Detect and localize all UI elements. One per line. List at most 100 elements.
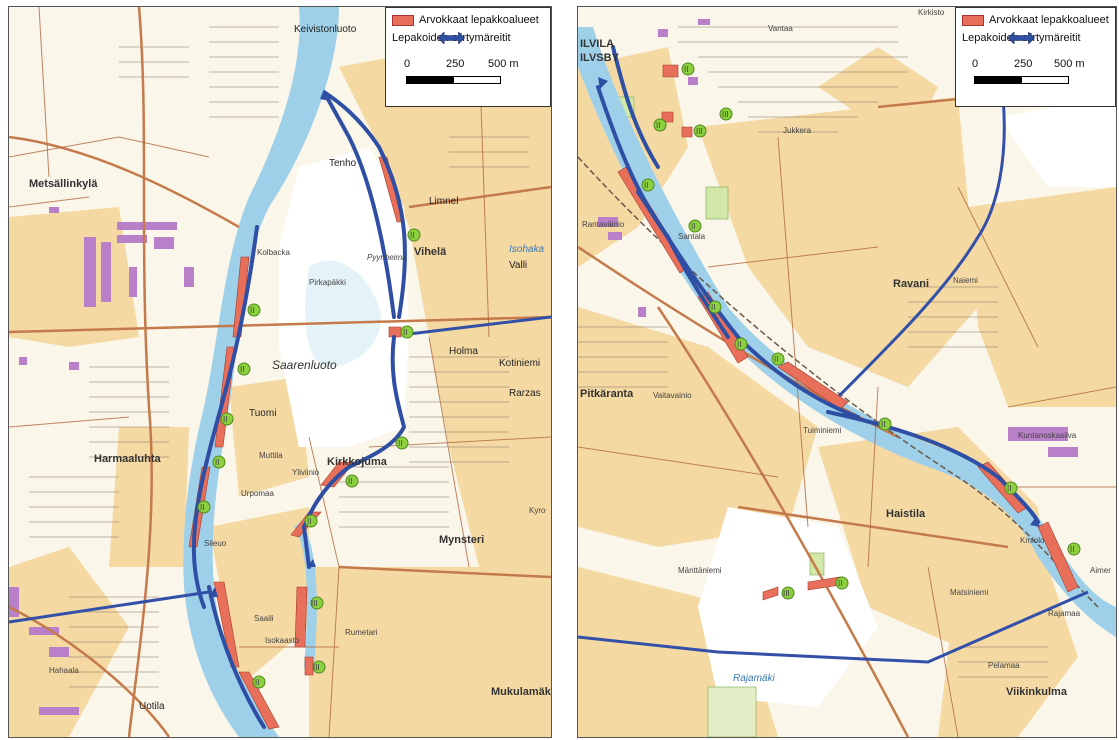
marker-label: II: [774, 355, 779, 364]
place-name: Kirkkojuma: [327, 456, 387, 468]
place-name: Hahaala: [49, 666, 79, 675]
place-name: Rarzas: [509, 388, 541, 399]
marker-label: III: [783, 589, 790, 598]
map-right-canvas: [578, 7, 1116, 737]
place-name: Rajamäki: [733, 673, 775, 684]
marker-label: II: [348, 477, 353, 486]
scale-label: 0: [404, 58, 411, 70]
place-name: Urpomaa: [241, 489, 274, 498]
red-area-swatch: [392, 14, 414, 26]
marker-label: II: [250, 306, 255, 315]
place-name: Kmiolo: [1020, 536, 1045, 545]
double-arrow-icon: [1007, 32, 1035, 44]
place-name: Sileuo: [204, 539, 227, 548]
marker-label: III: [696, 127, 703, 136]
marker-label: II: [881, 420, 886, 429]
marker-label: II: [711, 303, 716, 312]
place-name: Pelamaa: [988, 661, 1020, 670]
place-name: Haistila: [886, 508, 926, 520]
marker-label: II: [398, 439, 403, 448]
marker-label: II: [656, 121, 661, 130]
scale-label: 500 m: [488, 58, 519, 70]
marker-label: II: [1007, 484, 1012, 493]
map-left-canvas: [9, 7, 551, 737]
place-name: Aimer: [1090, 566, 1111, 575]
scale-label: 500 m: [1054, 58, 1085, 70]
place-name: Tenho: [329, 158, 357, 169]
red-area-swatch: [962, 14, 984, 26]
marker-label: II: [838, 579, 843, 588]
place-name: Pitkäranta: [580, 388, 634, 400]
marker-label: III: [722, 110, 729, 119]
place-name: Ravani: [893, 278, 930, 290]
marker-label: II: [215, 458, 220, 467]
place-name: Saarenluoto: [272, 358, 337, 372]
marker-label: II: [223, 415, 228, 424]
north-arrow-icon: [516, 66, 552, 164]
marker-label: II: [691, 222, 696, 231]
place-name: Jukkera: [783, 126, 812, 135]
place-name: Tuomi: [249, 408, 277, 419]
place-name: Isohaka: [509, 244, 545, 255]
place-name: Santala: [678, 232, 706, 241]
double-arrow-icon: [437, 32, 465, 44]
marker-label: II: [240, 365, 245, 374]
place-name: Pirkapäkki: [309, 278, 346, 287]
place-name: Rajamaa: [1048, 609, 1081, 618]
map-left[interactable]: II II II II II II II II II II III III II…: [8, 6, 552, 738]
place-name: Mynsteri: [439, 534, 485, 546]
place-name: Rantaväinio: [582, 220, 625, 229]
scale-bar-white: [453, 76, 501, 84]
place-name: Naiemi: [953, 276, 978, 285]
place-name: Muttila: [259, 451, 283, 460]
marker-label: II: [307, 517, 312, 526]
place-name: Mänttäniemi: [678, 566, 722, 575]
legend-label: Arvokkaat lepakkoalueet: [419, 14, 539, 26]
scale-label: 0: [972, 58, 979, 70]
place-name: ILVSBY: [580, 52, 619, 64]
place-name: Vaitavainio: [653, 391, 692, 400]
place-name: Tuiminiemi: [803, 426, 842, 435]
place-name: Valli: [509, 260, 528, 271]
place-name: Kuntanoskasiiva: [1018, 431, 1077, 440]
marker-label: III: [311, 599, 318, 608]
place-name: Saaili: [254, 614, 274, 623]
marker-label: II: [255, 678, 260, 687]
scale-label: 250: [1014, 58, 1033, 70]
place-name: Pyynheima: [367, 253, 407, 262]
place-name: Uotila: [139, 701, 165, 712]
legend-item-valuable-areas: Arvokkaat lepakkoalueet: [962, 14, 1109, 26]
scale-label: 250: [446, 58, 465, 70]
place-name: Matsiniemi: [950, 588, 989, 597]
place-name: Vantaa: [768, 24, 793, 33]
place-name: Harmaaluhta: [94, 453, 161, 465]
legend-label: Arvokkaat lepakkoalueet: [989, 14, 1109, 26]
place-name: ILVILA: [580, 38, 615, 50]
place-name: Vihelä: [414, 246, 447, 258]
map-right[interactable]: II II III III II II II II II II II II II…: [577, 6, 1117, 738]
place-name: Limnel: [429, 196, 459, 207]
marker-label: II: [200, 503, 205, 512]
marker-label: III: [313, 663, 320, 672]
legend-item-valuable-areas: Arvokkaat lepakkoalueet: [392, 14, 539, 26]
place-name: Rumetari: [345, 628, 378, 637]
place-name: Metsällinkylä: [29, 178, 98, 190]
place-name: Holma: [449, 346, 478, 357]
place-name: Viikinkulma: [1006, 686, 1067, 698]
marker-label: II: [403, 328, 408, 337]
north-arrow-icon: [1083, 66, 1117, 164]
map-legend: Arvokkaat lepakkoalueet Lepakoiden siirt…: [955, 7, 1116, 107]
marker-label: II: [1070, 545, 1075, 554]
marker-label: II: [410, 231, 415, 240]
marker-label: II: [684, 65, 689, 74]
place-name: Kirkisto: [918, 8, 945, 17]
scale-bar-black: [974, 76, 1022, 84]
place-name: Isokaasto: [265, 636, 300, 645]
map-legend: Arvokkaat lepakkoalueet Lepakoiden siirt…: [385, 7, 551, 107]
place-name: Yliviinio: [292, 468, 320, 477]
legend-item-flight-routes: Lepakoiden siirtymäreitit: [962, 32, 1081, 44]
place-name: Mukulamäki: [491, 686, 552, 698]
place-name: Kyro: [529, 506, 546, 515]
marker-label: II: [737, 340, 742, 349]
scale-bar-black: [406, 76, 454, 84]
